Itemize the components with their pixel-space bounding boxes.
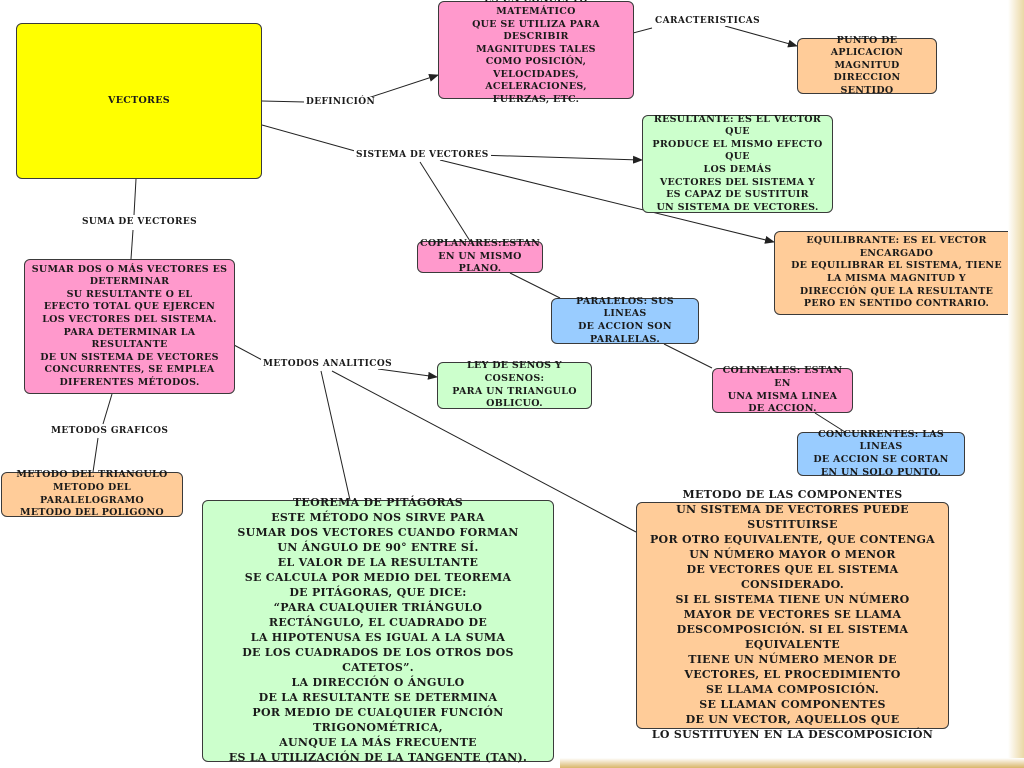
node-ley-senos-cosenos[interactable]: LEY DE SENOS Y COSENOS: PARA UN TRIANGUL…: [437, 360, 592, 410]
edge-graficos-lista: [92, 437, 99, 473]
node-vectores[interactable]: VECTORES: [16, 23, 262, 179]
edge-label-sistema-de-vectores: SISTEMA DE VECTORES: [354, 150, 491, 160]
node-concurrentes-label: CONCURRENTES: LAS LINEAS DE ACCION SE CO…: [813, 428, 949, 478]
edge-sistema-coplanares: [419, 161, 471, 242]
edge-sumar-analiticos: [233, 344, 265, 362]
edge-label-caracteristicas: CARACTERISTICAS: [653, 16, 763, 26]
page-edge-shadow-bottom: [560, 758, 1024, 768]
node-concepto-label: ES UN CONCEPTO MATEMÁTICO QUE SE UTILIZA…: [472, 0, 600, 105]
node-metodos-graficos-lista-label: METODO DEL TRIANGULO METODO DEL PARALELO…: [16, 469, 168, 519]
page-edge-shadow-right: [1008, 0, 1024, 768]
edge-sistema-equilibrante: [439, 159, 775, 244]
node-sumar-vectores[interactable]: SUMAR DOS O MÁS VECTORES ES DETERMINAR S…: [24, 259, 235, 394]
edge-paralelos-colineales: [663, 343, 713, 369]
edge-sistema-resultante: [477, 154, 643, 164]
edge-analiticos-componentes: [331, 370, 637, 533]
node-paralelos-label: PARALELOS: SUS LINEAS DE ACCION SON PARA…: [576, 295, 674, 345]
node-metodo-componentes[interactable]: METODO DE LAS COMPONENTES UN SISTEMA DE …: [636, 488, 949, 741]
edge-colineales-concurrentes: [814, 412, 846, 433]
node-coplanares[interactable]: COPLANARES:ESTAN EN UN MISMO PLANO.: [417, 238, 543, 275]
node-equilibrante[interactable]: EQUILIBRANTE: ES EL VECTOR ENCARGADO DE …: [774, 231, 1019, 315]
node-teorema-pitagoras[interactable]: TEOREMA DE PITÁGORAS ESTE MÉTODO NOS SIR…: [202, 496, 554, 764]
edge-vectores-sistema: [261, 124, 356, 152]
edge-suma-sumar: [130, 229, 134, 260]
edge-concepto-caracteristicas: [632, 27, 653, 34]
node-paralelos[interactable]: PARALELOS: SUS LINEAS DE ACCION SON PARA…: [551, 295, 699, 345]
node-caracteristicas[interactable]: PUNTO DE APLICACION MAGNITUD DIRECCION S…: [797, 35, 937, 96]
node-concurrentes[interactable]: CONCURRENTES: LAS LINEAS DE ACCION SE CO…: [797, 428, 965, 478]
node-metodos-graficos-lista[interactable]: METODO DEL TRIANGULO METODO DEL PARALELO…: [1, 469, 183, 519]
node-coplanares-label: COPLANARES:ESTAN EN UN MISMO PLANO.: [419, 238, 541, 275]
node-metodo-componentes-label: METODO DE LAS COMPONENTES UN SISTEMA DE …: [649, 488, 935, 741]
edge-sumar-graficos: [102, 393, 113, 425]
node-colineales[interactable]: COLINEALES: ESTAN EN UNA MISMA LINEA DE …: [712, 365, 853, 415]
node-vectores-label: VECTORES: [108, 94, 170, 106]
edge-label-suma-de-vectores: SUMA DE VECTORES: [80, 217, 200, 227]
node-equilibrante-label: EQUILIBRANTE: ES EL VECTOR ENCARGADO DE …: [791, 235, 1002, 310]
node-caracteristicas-label: PUNTO DE APLICACION MAGNITUD DIRECCION S…: [830, 34, 904, 96]
edge-caracteristicas-box: [724, 25, 798, 48]
edge-vectores-definicion: [261, 100, 306, 103]
node-concepto[interactable]: ES UN CONCEPTO MATEMÁTICO QUE SE UTILIZA…: [438, 0, 634, 105]
edge-coplanares-paralelos: [509, 272, 561, 299]
edge-label-metodos-graficos: METODOS GRAFICOS: [49, 426, 171, 436]
node-ley-senos-cosenos-label: LEY DE SENOS Y COSENOS: PARA UN TRIANGUL…: [452, 360, 577, 410]
edge-label-metodos-analiticos: METODOS ANALITICOS: [261, 359, 394, 369]
node-resultante-label: RESULTANTE: ES EL VECTOR QUE PRODUCE EL …: [652, 113, 823, 213]
edge-analiticos-pitagoras: [320, 370, 351, 501]
edge-analiticos-ley: [377, 368, 438, 380]
node-teorema-pitagoras-label: TEOREMA DE PITÁGORAS ESTE MÉTODO NOS SIR…: [228, 496, 528, 764]
edge-label-definicion: DEFINICIÓN: [304, 97, 378, 107]
node-colineales-label: COLINEALES: ESTAN EN UNA MISMA LINEA DE …: [722, 365, 843, 415]
node-sumar-vectores-label: SUMAR DOS O MÁS VECTORES ES DETERMINAR S…: [31, 263, 228, 388]
edge-vectores-suma: [133, 178, 137, 216]
edge-definicion-concepto: [364, 74, 439, 100]
node-resultante[interactable]: RESULTANTE: ES EL VECTOR QUE PRODUCE EL …: [642, 113, 833, 213]
